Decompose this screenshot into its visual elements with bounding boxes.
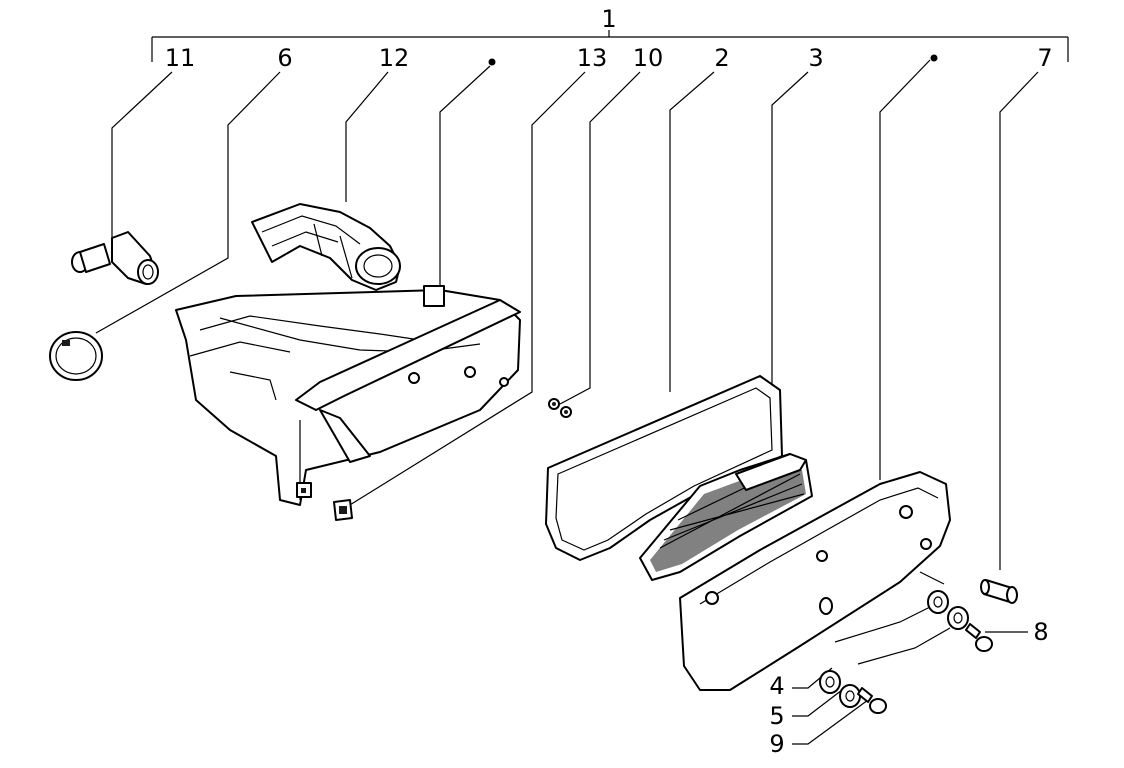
intake-duct-part-12 bbox=[251, 203, 401, 291]
callout-1: 1 bbox=[601, 5, 616, 33]
callout-7: 7 bbox=[1037, 44, 1052, 72]
assembly-bracket bbox=[151, 30, 1069, 62]
screws-part-8-9 bbox=[857, 623, 993, 714]
callout-11: 11 bbox=[165, 44, 196, 72]
leader-lines bbox=[95, 59, 1039, 745]
callout-4: 4 bbox=[769, 672, 784, 700]
callout-6: 6 bbox=[277, 44, 292, 72]
callout-3: 3 bbox=[808, 44, 823, 72]
clip-part-13 bbox=[333, 499, 353, 521]
callout-10: 10 bbox=[633, 44, 664, 72]
callout-5: 5 bbox=[769, 702, 784, 730]
callout-2: 2 bbox=[714, 44, 729, 72]
gasket-part-2 bbox=[545, 375, 783, 561]
filter-cover bbox=[679, 471, 951, 691]
callout-12: 12 bbox=[379, 44, 410, 72]
dot-marker-right bbox=[930, 54, 938, 62]
callout-13: 13 bbox=[577, 44, 608, 72]
filter-element-part-3 bbox=[639, 453, 813, 581]
nuts-part-10 bbox=[548, 398, 572, 418]
elbow-fitting-part-11 bbox=[71, 231, 159, 285]
callout-8: 8 bbox=[1033, 618, 1048, 646]
pin-part-7 bbox=[980, 579, 1018, 604]
clamp-ring-part-6 bbox=[49, 331, 103, 381]
washers-part-4-5 bbox=[819, 590, 969, 708]
dot-marker-left bbox=[488, 58, 496, 66]
air-filter-housing bbox=[175, 285, 521, 506]
callout-9: 9 bbox=[769, 730, 784, 758]
